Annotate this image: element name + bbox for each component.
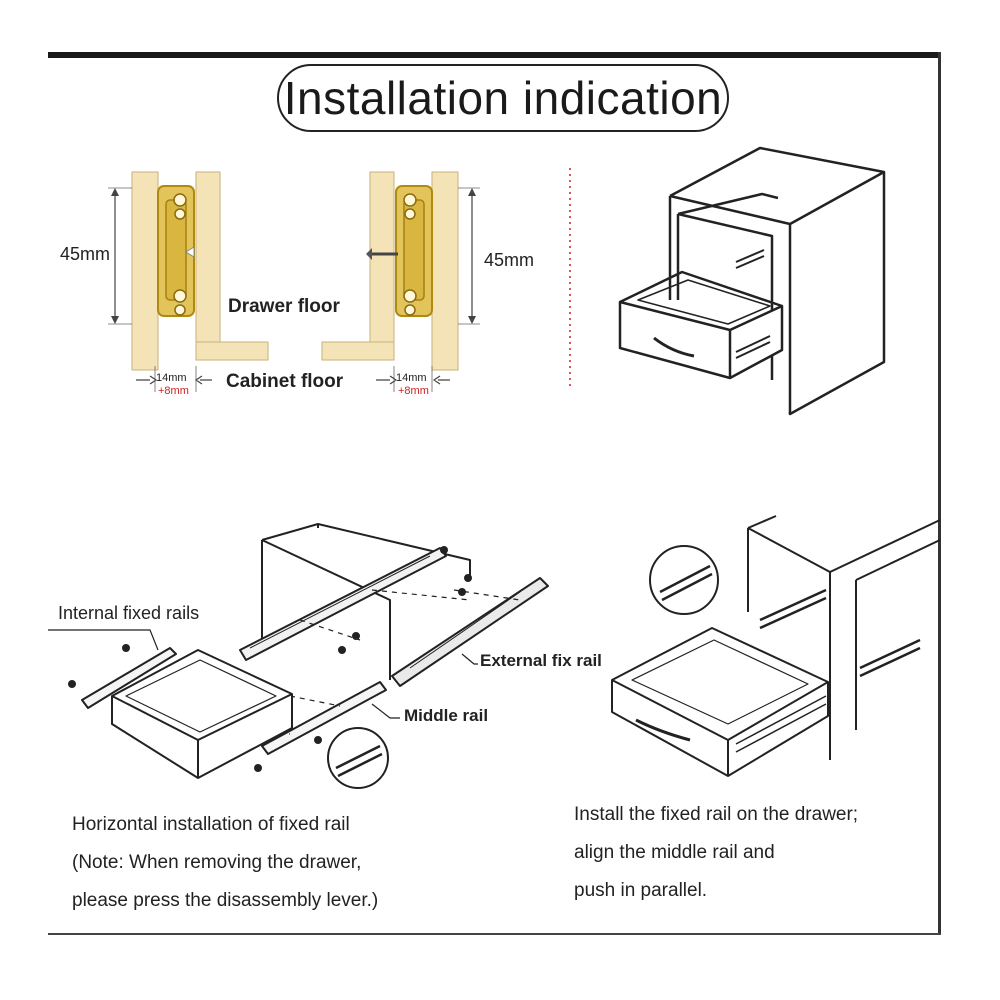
right-caption: Install the fixed rail on the drawer; al… <box>574 796 858 910</box>
left-caption-line: please press the disassembly lever.) <box>72 890 379 911</box>
left-caption-line: Horizontal installation of fixed rail <box>72 814 350 835</box>
left-caption-line: (Note: When removing the drawer, <box>72 852 362 873</box>
left-height-label: 45mm <box>60 244 111 264</box>
left-gap-extra: +8mm <box>158 385 189 397</box>
right-drawer-wall <box>369 171 395 343</box>
left-drawer-floor <box>195 341 269 361</box>
cabinet-floor-label: Cabinet floor <box>226 371 344 392</box>
install-illustration <box>611 515 941 777</box>
right-gap-label: 14mm <box>396 372 427 384</box>
exploded-assembly <box>48 523 549 789</box>
right-caption-line: Install the fixed rail on the drawer; <box>574 804 859 825</box>
screw-icon <box>366 248 398 260</box>
title-badge: Installation indication <box>277 64 729 132</box>
external-fix-rail-label: External fix rail <box>480 651 602 670</box>
right-gap-extra: +8mm <box>398 385 429 397</box>
right-caption-line: push in parallel. <box>574 880 708 901</box>
internal-fixed-rails-label: Internal fixed rails <box>58 603 200 623</box>
left-cabinet-wall <box>131 171 159 371</box>
frame-top-border <box>48 52 941 58</box>
right-height-label: 45mm <box>484 250 535 270</box>
left-caption: Horizontal installation of fixed rail (N… <box>72 806 378 920</box>
diagram-frame <box>48 52 941 935</box>
left-cross-section <box>108 171 269 392</box>
middle-rail-label: Middle rail <box>404 706 489 725</box>
cabinet-illustration <box>618 146 886 416</box>
drawer-floor-label: Drawer floor <box>228 296 340 317</box>
right-drawer-floor <box>321 341 395 361</box>
frame-bottom-border <box>48 933 941 935</box>
right-caption-line: align the middle rail and <box>574 842 775 863</box>
left-gap-label: 14mm <box>156 372 187 384</box>
page-title: Installation indication <box>283 72 723 124</box>
frame-right-border <box>938 52 941 935</box>
left-drawer-wall <box>195 171 221 343</box>
right-cabinet-wall <box>431 171 459 371</box>
right-cross-section <box>321 171 480 392</box>
